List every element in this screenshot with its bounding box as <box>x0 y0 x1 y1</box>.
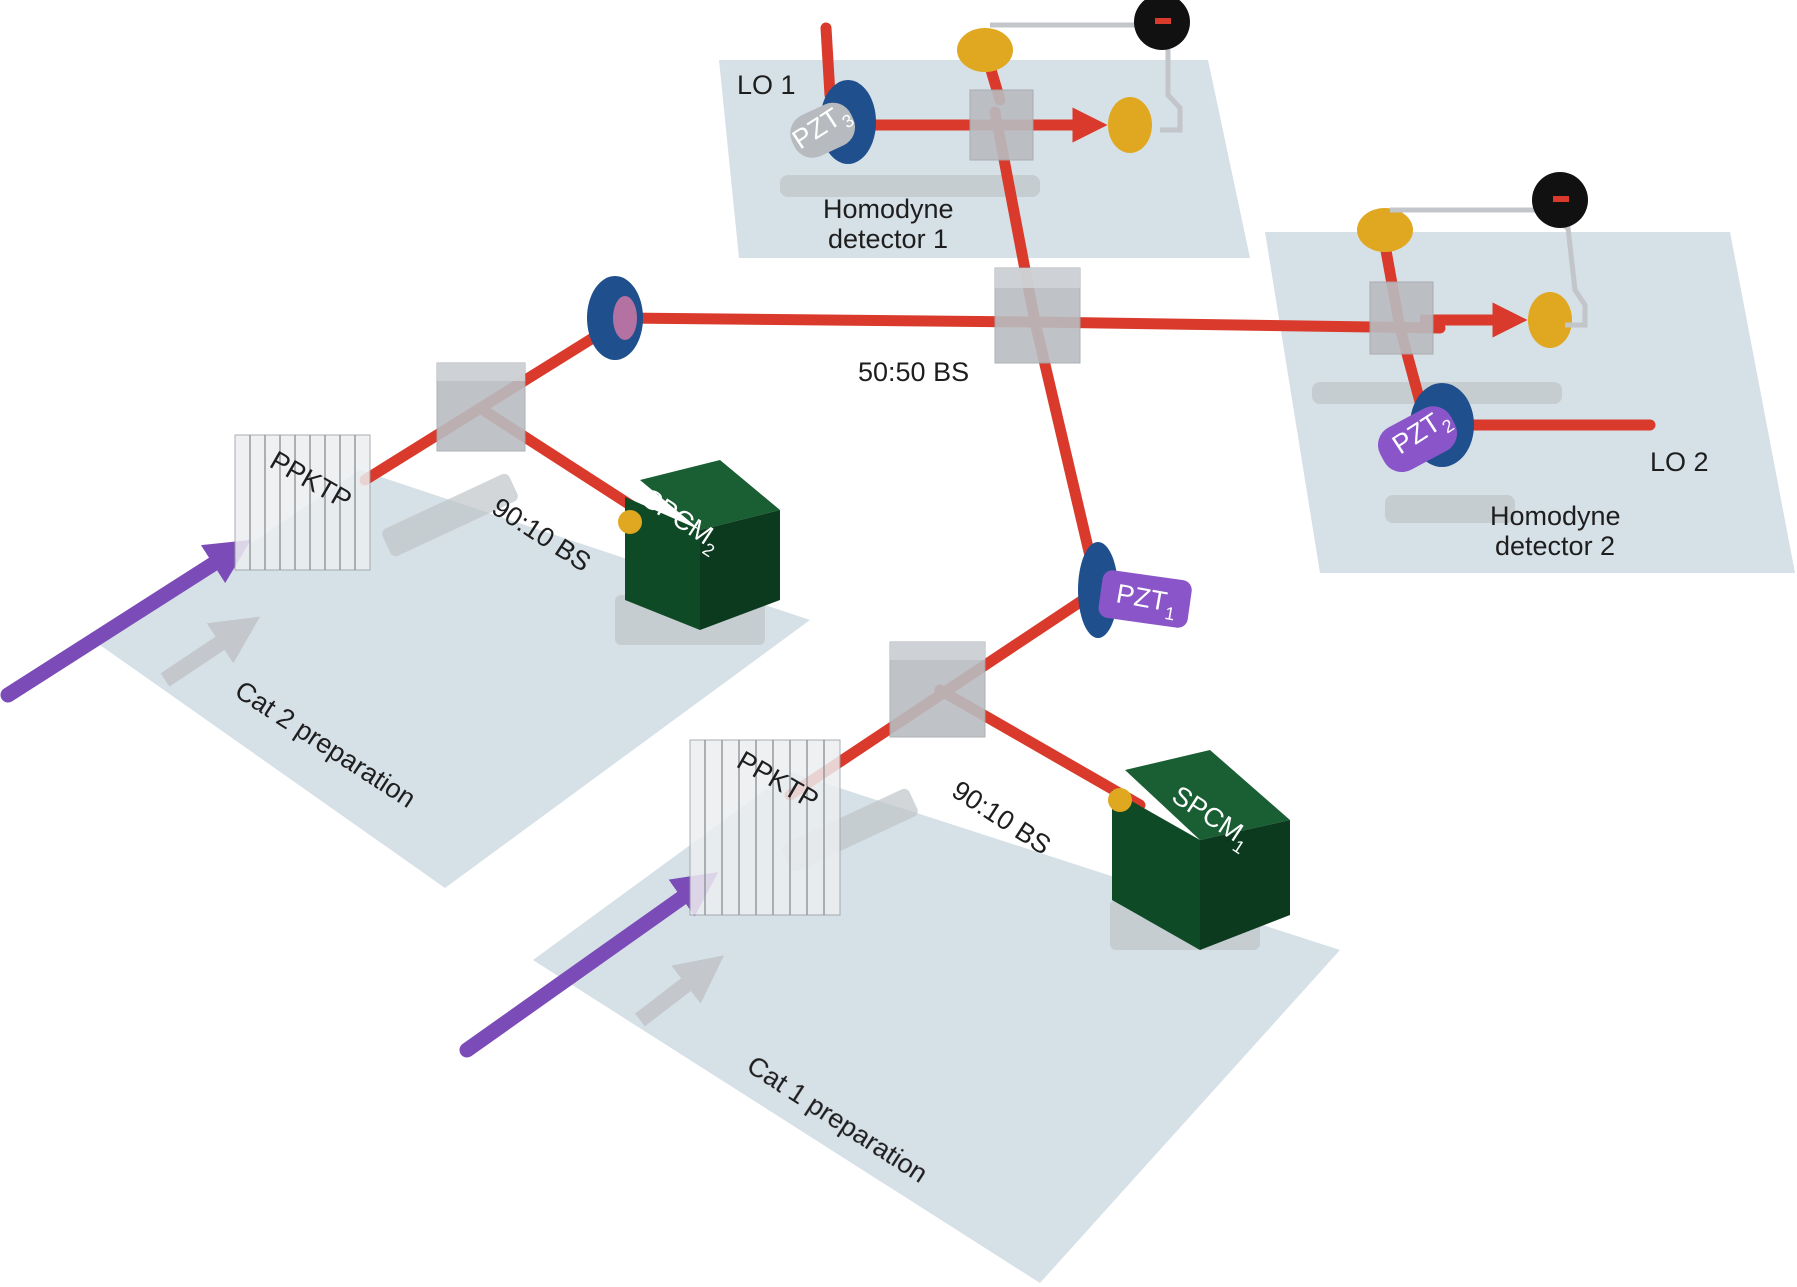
shadow-pump-2 <box>160 616 260 687</box>
beam-splitter-90-10-cat2 <box>436 362 526 452</box>
homodyne-2-subtractor <box>1390 172 1588 328</box>
homodyne-2-photodiodes <box>1357 208 1572 348</box>
label-homodyne2-line1: Homodyne <box>1490 501 1621 531</box>
ppktp-crystal-cat2 <box>234 434 371 571</box>
beam-splitter-90-10-cat1 <box>889 641 986 738</box>
beam-splitter-homodyne-1 <box>969 89 1034 161</box>
label-homodyne2-line2: detector 2 <box>1495 531 1615 561</box>
steering-mirror <box>587 276 643 360</box>
pzt-2-actuator <box>1377 383 1474 473</box>
shadow-pump-1 <box>635 955 725 1027</box>
beam-splitter-50-50 <box>994 267 1081 364</box>
label-bs-5050: 50:50 BS <box>858 357 969 387</box>
homodyne-1-subtractor <box>990 0 1190 133</box>
beam-mirror-to-5050 <box>619 312 1041 328</box>
label-homodyne1-line1: Homodyne <box>823 194 954 224</box>
pzt-3-actuator <box>790 80 876 164</box>
beam-5050-down <box>1029 316 1104 596</box>
ppktp-crystal-cat1 <box>689 739 841 916</box>
label-lo1: LO 1 <box>737 70 796 100</box>
homodyne-1-photodiodes <box>957 28 1152 153</box>
spcm-1-box <box>1108 750 1290 950</box>
label-homodyne1-line2: detector 1 <box>828 224 948 254</box>
pump-arrow-cat2 <box>0 539 251 703</box>
pzt-1-actuator <box>1078 542 1192 638</box>
label-lo2: LO 2 <box>1650 447 1709 477</box>
beam-lo1-up <box>820 22 836 101</box>
beam-splitter-homodyne-2 <box>1369 281 1434 355</box>
pump-arrow-cat1 <box>459 871 719 1058</box>
spcm-2-box <box>618 460 780 630</box>
